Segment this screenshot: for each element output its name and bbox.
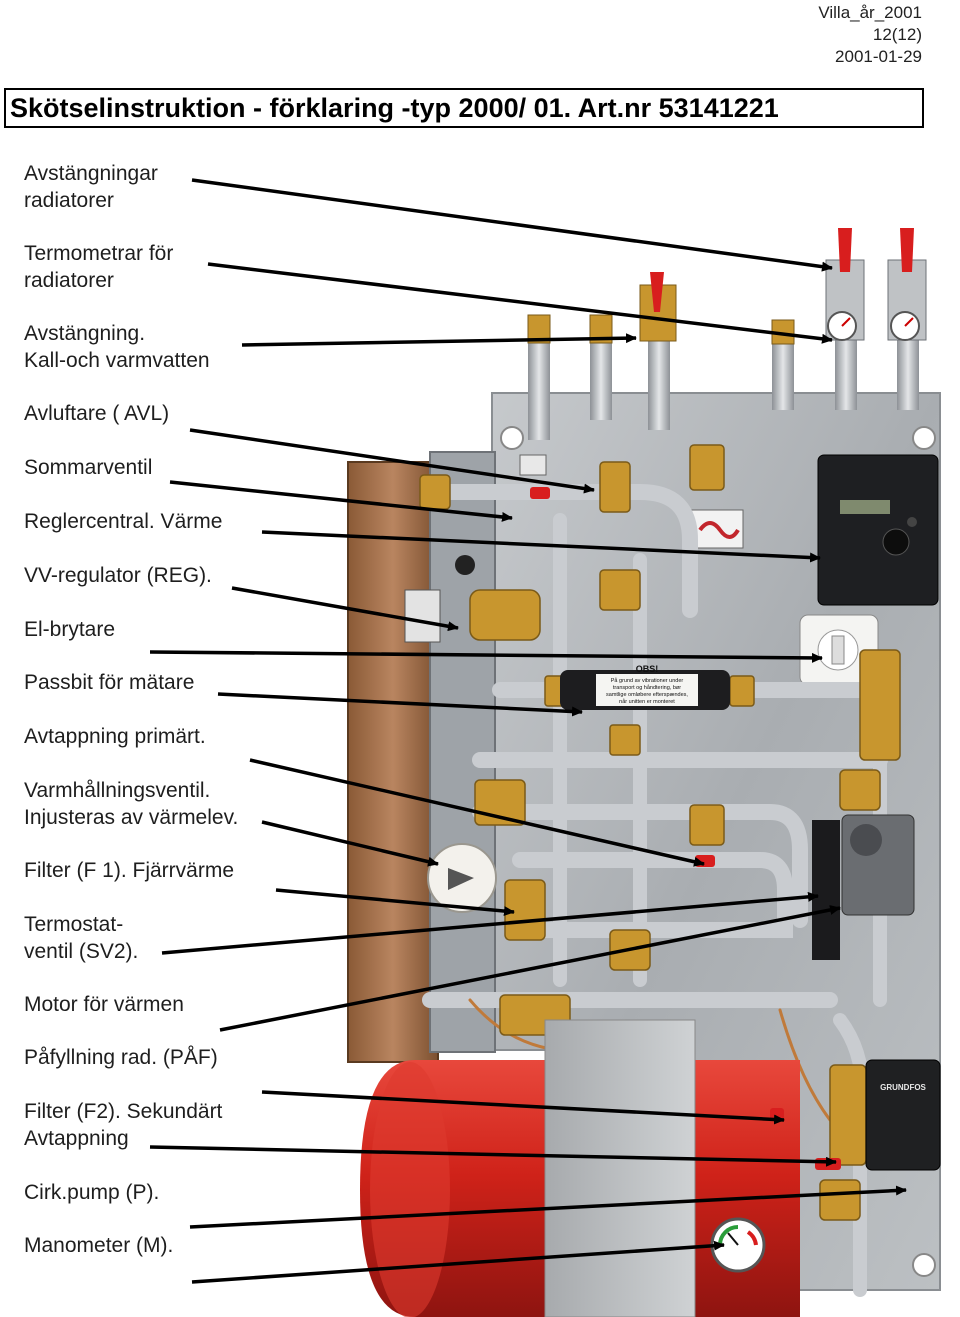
controller-unit <box>817 454 939 606</box>
label-motor: Motor för värmen <box>24 993 184 1016</box>
thermometers <box>827 311 920 341</box>
circulation-pump: GRUNDFOS <box>865 1059 941 1171</box>
document-meta: Villa_år_2001 12(12) 2001-01-29 <box>818 2 922 68</box>
label-avtappning-primart: Avtappning primärt. <box>24 725 206 748</box>
label-cirkpump: Cirk.pump (P). <box>24 1181 160 1204</box>
obs-label: OBS! <box>636 664 659 674</box>
obs-note-line: transport og håndtering, bør <box>613 684 681 691</box>
label-reglercentral: Reglercentral. Värme <box>24 510 223 533</box>
label-filter-f1: Filter (F 1). Fjärrvärme <box>24 859 234 882</box>
document-date: 2001-01-29 <box>835 47 922 66</box>
label-sommarventil: Sommarventil <box>24 456 153 479</box>
red-valve-handles-top <box>650 228 914 312</box>
label-avstangning-vatten: Avstängning.Kall-och varmvatten <box>24 322 210 372</box>
label-manometer: Manometer (M). <box>24 1234 174 1257</box>
page-title: Skötselinstruktion - förklaring -typ 200… <box>4 88 924 128</box>
page-number: 12(12) <box>872 25 922 44</box>
thermostat-valve-knob <box>427 843 497 913</box>
obs-note-line: På grund av vibrationer under <box>611 677 684 684</box>
cover-box <box>544 1019 696 1317</box>
label-varmhallningsventil: Varmhållningsventil.Injusteras av värmel… <box>24 779 239 829</box>
electric-switch <box>799 614 879 686</box>
label-passbit: Passbit för mätare <box>24 671 195 694</box>
label-el-brytare: El-brytare <box>24 618 116 641</box>
obs-note-line: samtlige omløbere efterspændes, <box>606 692 688 698</box>
pump-brand: GRUNDFOS <box>880 1083 926 1092</box>
label-avluftare: Avluftare ( AVL) <box>24 402 170 425</box>
obs-note-line: når unitten er monteret <box>619 698 675 705</box>
label-vv-regulator: VV-regulator (REG). <box>24 564 212 587</box>
manometer-gauge <box>710 1217 766 1273</box>
label-termostatventil: Termostat-ventil (SV2). <box>24 913 139 963</box>
document-name: Villa_år_2001 <box>818 3 922 22</box>
warning-sticker: OBS! På grund av vibrationer under trans… <box>560 664 730 710</box>
label-pafyllning: Påfyllning rad. (PÅF) <box>24 1046 218 1069</box>
